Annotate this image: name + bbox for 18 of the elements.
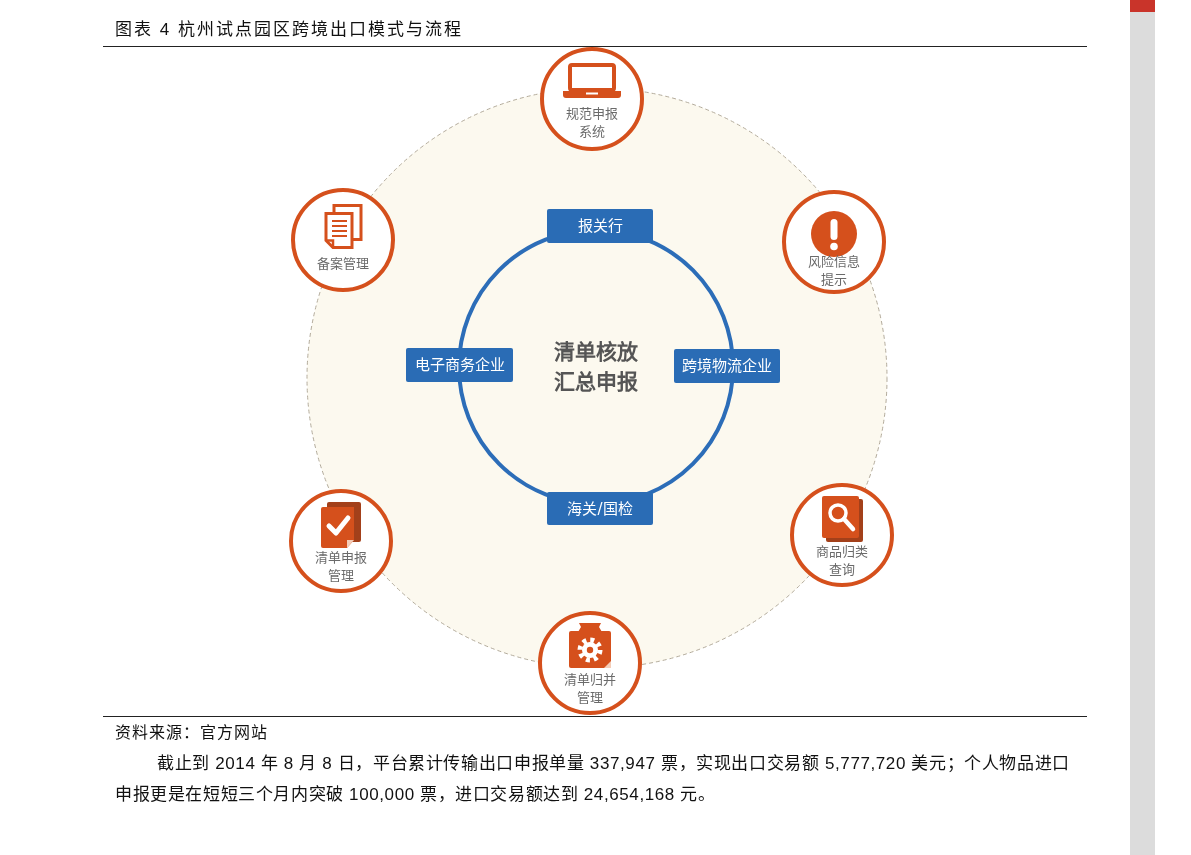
body-paragraph: 截止到 2014 年 8 月 8 日，平台累计传输出口申报单量 337,947 票，实现出口交易额 5,777,720 美元；个人物品进口申报更是在短短三个月内突破 100,000 票，进口交易额达到 24,654,168 元。 [115,753,1070,806]
node-label: 清单归并管理 [563,671,617,707]
node-label: 备案管理 [316,255,370,273]
node-label: 报关行 [577,217,623,235]
node-label: 清单申报管理 [314,549,368,585]
node-label: 规范申报系统 [565,105,619,141]
node-label: 电子商务企业 [414,356,505,374]
figure-title: 图表 4 杭州试点园区跨境出口模式与流程 [115,19,463,41]
participant-box [406,348,513,382]
participant-box [547,492,653,525]
node-label: 商品归类查询 [815,543,869,579]
node-label: 海关/国检 [567,499,633,518]
node-label: 风险信息提示 [807,253,861,289]
participant-box [674,349,780,383]
participant-box [547,209,653,243]
source-note: 资料来源：官方网站 [115,723,268,743]
node-label: 跨境物流企业 [682,357,772,375]
center-label: 清单核放汇总申报 [553,339,639,396]
